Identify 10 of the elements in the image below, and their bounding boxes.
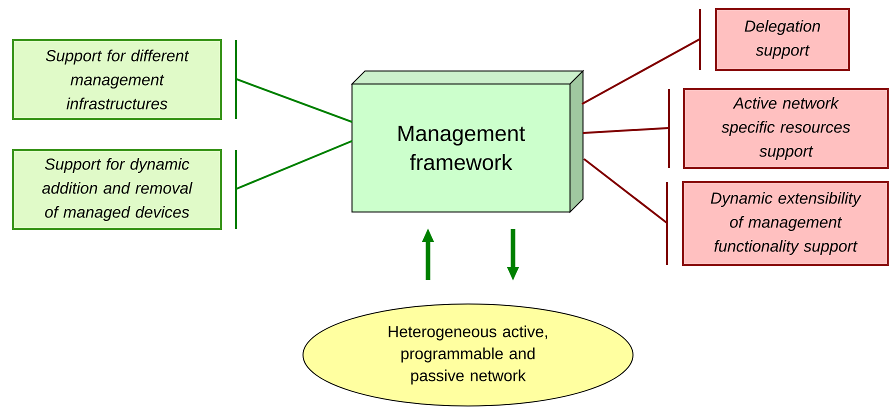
connector (236, 140, 352, 190)
connector (583, 158, 668, 224)
connector (582, 38, 700, 105)
feature-box: Delegation support (715, 8, 850, 71)
connector (582, 127, 670, 134)
feature-box: Support for dynamic addition and removal of managed devices (12, 149, 222, 230)
feature-box: Active network specific resources support (683, 88, 889, 169)
connector (236, 78, 352, 123)
feature-box: Dynamic extensibility of management functionality support (682, 181, 889, 266)
feature-box: Support for different management infrastructures (12, 39, 222, 120)
